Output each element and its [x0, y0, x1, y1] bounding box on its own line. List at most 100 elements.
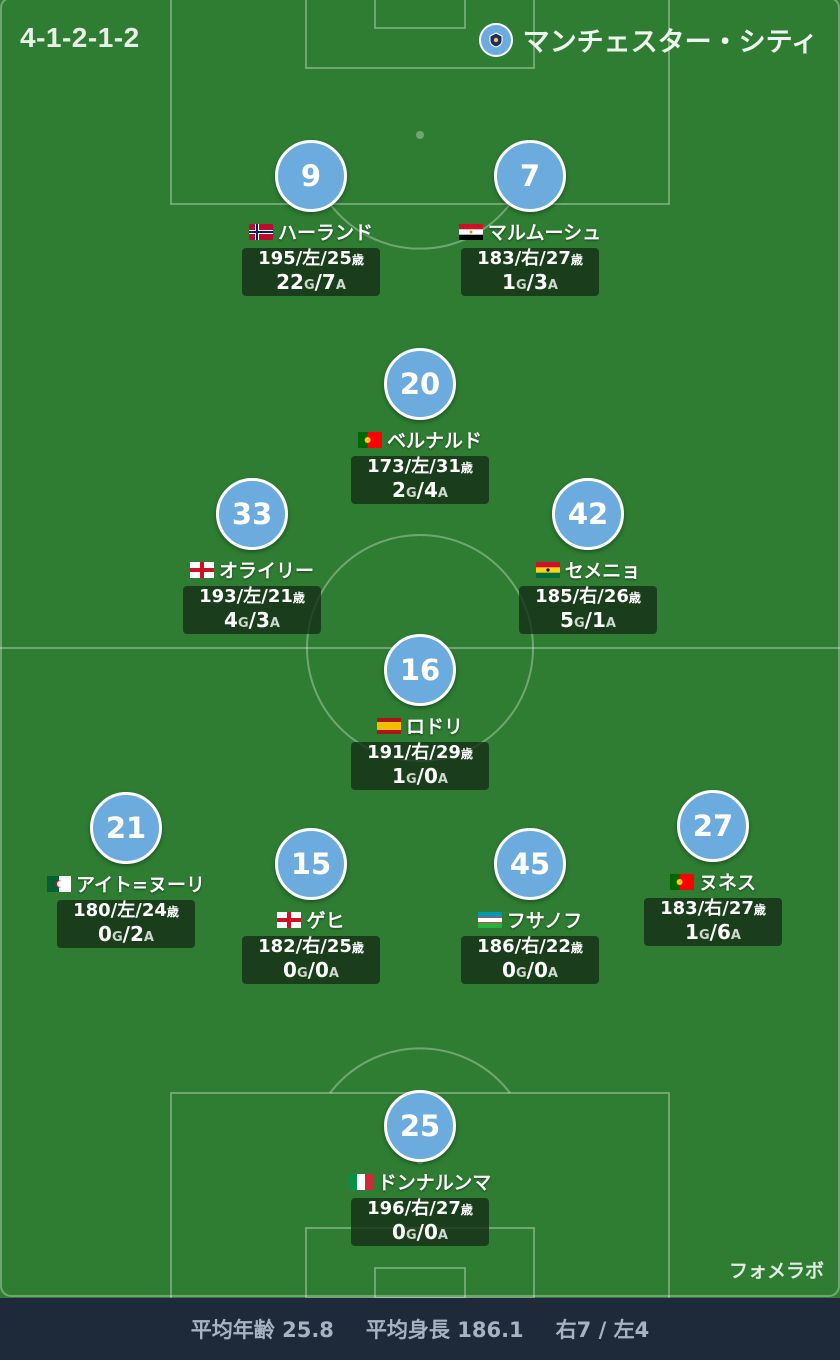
player-name: ベルナルド	[386, 430, 482, 452]
player-number: 7	[494, 140, 566, 212]
player-name: ゲヒ	[306, 910, 345, 932]
player-name: フサノフ	[506, 910, 583, 932]
player-goals: 5	[560, 607, 574, 632]
assists-unit: A	[143, 929, 154, 945]
player-profile: 196/右/27歳	[367, 1197, 473, 1219]
player-age: 27	[545, 247, 571, 269]
assists-unit: A	[547, 277, 558, 293]
player-goals: 1	[685, 919, 699, 944]
assists-unit: A	[269, 615, 280, 631]
egypt-flag-icon	[458, 223, 483, 240]
player-profile: 182/右/25歳	[258, 935, 364, 957]
team-crest-icon	[478, 22, 513, 57]
player-number: 42	[552, 478, 624, 550]
player-foot: 右	[521, 247, 540, 269]
player-goals: 0	[98, 921, 112, 946]
player-foot: 右	[704, 897, 723, 919]
assists-unit: A	[730, 927, 741, 943]
player-record: 0G/2A	[98, 921, 154, 946]
player-foot: 左	[411, 455, 430, 477]
player-name-row: ロドリ	[376, 712, 463, 739]
player-goals: 22	[276, 269, 304, 294]
goals-unit: G	[303, 277, 315, 293]
goals-unit: G	[573, 615, 585, 631]
player-goals: 0	[392, 1219, 406, 1244]
age-unit: 歳	[570, 252, 583, 267]
age-unit: 歳	[628, 590, 641, 605]
player-name-row: オライリー	[189, 556, 314, 583]
player-assists: 0	[314, 957, 329, 982]
player-number: 9	[275, 140, 347, 212]
player-record: 1G/3A	[502, 269, 558, 294]
uzbekistan-flag-icon	[477, 911, 502, 928]
player-number: 21	[90, 792, 162, 864]
player-number: 25	[384, 1090, 456, 1162]
player-height: 196	[367, 1197, 405, 1219]
average-height: 平均身長 186.1	[365, 1318, 524, 1342]
player-age: 29	[435, 741, 461, 763]
norway-flag-icon	[248, 223, 273, 240]
team-header: マンチェスター・シティ	[478, 20, 818, 59]
player-profile: 173/左/31歳	[367, 455, 473, 477]
player-record: 5G/1A	[560, 607, 616, 632]
player-assists: 0	[533, 957, 548, 982]
player-foot: 左	[302, 247, 321, 269]
spain-flag-icon	[376, 717, 401, 734]
player-foot: 左	[243, 585, 262, 607]
player-profile: 183/右/27歳	[660, 897, 766, 919]
goals-unit: G	[237, 615, 249, 631]
player-assists: 1	[591, 607, 606, 632]
player-name: ハーランド	[277, 222, 373, 244]
player-name-row: マルムーシュ	[458, 218, 601, 245]
assists-unit: A	[547, 965, 558, 981]
player-profile: 185/右/26歳	[535, 585, 641, 607]
age-unit: 歳	[166, 904, 179, 919]
player-profile: 186/右/22歳	[477, 935, 583, 957]
player-goals: 1	[392, 763, 406, 788]
team-name: マンチェスター・シティ	[522, 27, 818, 58]
player-name: ドンナルンマ	[377, 1172, 492, 1194]
age-unit: 歳	[460, 460, 473, 475]
player-height: 183	[660, 897, 698, 919]
player-height: 182	[258, 935, 296, 957]
player-age: 22	[545, 935, 571, 957]
assists-unit: A	[335, 277, 346, 293]
player-goals: 1	[502, 269, 516, 294]
player-height: 173	[367, 455, 405, 477]
player-foot: 左	[117, 899, 136, 921]
player-assists: 3	[533, 269, 548, 294]
player-age: 25	[326, 247, 352, 269]
player-assists: 0	[423, 763, 438, 788]
player-profile: 191/右/29歳	[367, 741, 473, 763]
player-height: 191	[367, 741, 405, 763]
player-age: 27	[435, 1197, 461, 1219]
age-unit: 歳	[753, 902, 766, 917]
player-height: 193	[199, 585, 237, 607]
age-unit: 歳	[351, 252, 364, 267]
goals-unit: G	[111, 929, 123, 945]
player-record: 1G/6A	[685, 919, 741, 944]
england-flag-icon	[189, 561, 214, 578]
portugal-flag-icon	[357, 431, 382, 448]
goals-unit: G	[405, 771, 417, 787]
player-name: ロドリ	[405, 716, 463, 738]
player-name-row: ベルナルド	[357, 426, 482, 453]
italy-flag-icon	[348, 1173, 373, 1190]
